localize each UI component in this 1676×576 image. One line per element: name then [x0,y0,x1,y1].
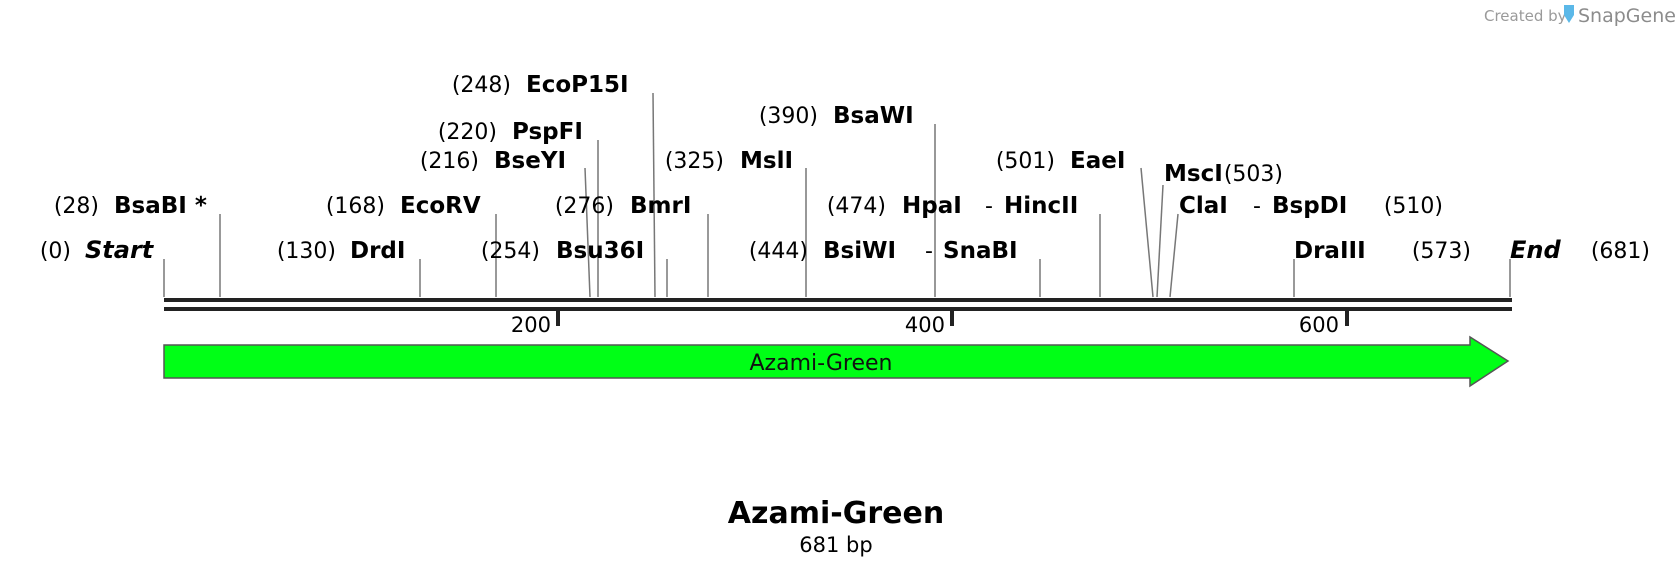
tick-label-600: 600 [1299,313,1339,337]
start-position: (0) [40,239,71,264]
site-position: (28) [54,194,99,219]
isoschizomer-separator: - [985,194,993,219]
site-ecorv[interactable]: (168) EcoRV [326,193,481,219]
leader-clai [1169,213,1179,298]
site-position: (510) [1384,194,1443,219]
site-bsabi[interactable]: (28) BsaBI * [54,193,207,219]
feature-arrow[interactable] [163,335,1510,388]
isoschizomer-separator: - [1253,194,1261,219]
leader-bseyi [584,167,591,298]
site-ecop15i[interactable]: (248) EcoP15I [452,72,629,98]
site-name[interactable]: ClaI [1179,193,1228,219]
site-position: (248) [452,73,511,98]
credit: Created by SnapGene [1484,5,1676,27]
start-marker: (0) Start [40,236,155,264]
site-bmri[interactable]: (276) BmrI [555,193,692,219]
site-bsu36i[interactable]: (254) Bsu36I [481,238,644,264]
site-draiii[interactable]: DraIII [1294,238,1366,264]
site-bsiwi-snabi[interactable]: (444) BsiWI - SnaBI [749,238,1018,264]
site-name[interactable]: DraIII [1294,238,1366,264]
tick-mark-400 [950,311,954,326]
site-msli[interactable]: (325) MslI [665,148,793,174]
site-name-2[interactable]: SnaBI [943,238,1018,264]
site-position: (573) [1412,239,1471,264]
site-position: (276) [555,194,614,219]
site-drdi[interactable]: (130) DrdI [277,238,406,264]
credit-prefix: Created by [1484,7,1567,25]
site-position: (474) [827,194,886,219]
tick-label-400: 400 [905,313,945,337]
sequence-backbone [164,298,1512,311]
leader-eaei [1140,167,1154,298]
site-name[interactable]: DrdI [350,238,405,264]
site-name[interactable]: BmrI [630,193,691,219]
scale: 200 400 600 [511,311,1349,337]
site-name-2[interactable]: HincII [1004,193,1078,219]
site-leader-lines [163,92,1511,298]
credit-brand: SnapGene [1578,5,1676,27]
site-name[interactable]: EaeI [1070,148,1125,174]
site-name[interactable]: EcoRV [400,193,481,219]
site-eaei[interactable]: (501) EaeI [996,148,1126,174]
feature-label: Azami-Green [750,351,893,376]
construct-length: 681 bp [799,533,872,557]
site-name-2[interactable]: BspDI [1272,193,1347,219]
end-position: (681) [1591,239,1650,264]
site-position: (325) [665,149,724,174]
site-position-510: (510) [1384,194,1443,219]
site-name[interactable]: BseYI [494,148,566,174]
site-name[interactable]: EcoP15I [526,72,629,98]
site-position: (254) [481,239,540,264]
site-pspfi[interactable]: (220) PspFI [438,119,583,145]
site-name[interactable]: BsaBI * [114,193,207,219]
site-name[interactable]: HpaI [902,193,962,219]
site-name[interactable]: Bsu36I [556,238,644,264]
site-name[interactable]: BsaWI [833,103,914,129]
snapgene-logo-icon [1564,5,1574,23]
tick-label-200: 200 [511,313,551,337]
site-name[interactable]: BsiWI [823,238,896,264]
leader-ecop15i [652,92,656,298]
site-name[interactable]: MscI [1164,161,1223,187]
site-clai-bspdi[interactable]: (503) ClaI - BspDI [1179,162,1347,219]
restriction-sites: (28) BsaBI * (130) DrdI (168) EcoRV (216… [54,72,1471,264]
site-name[interactable]: PspFI [512,119,583,145]
feature-azami-green[interactable]: Azami-Green [163,335,1510,388]
site-name[interactable]: MslI [740,148,793,174]
isoschizomer-separator: - [925,239,933,264]
tick-mark-200 [556,311,560,326]
site-msci[interactable]: MscI [1164,161,1223,187]
site-hpai-hincii[interactable]: (474) HpaI - HincII [827,193,1078,219]
site-position: (216) [420,149,479,174]
map-title: Azami-Green 681 bp [728,496,944,557]
leader-msci [1156,184,1164,298]
end-marker: End (681) [1510,236,1650,264]
site-position-573: (573) [1412,239,1471,264]
site-position: (503) [1224,162,1283,187]
construct-name: Azami-Green [728,496,944,531]
site-position: (390) [759,104,818,129]
site-position: (220) [438,120,497,145]
start-label: Start [85,236,155,264]
site-position: (168) [326,194,385,219]
end-label: End [1510,236,1561,264]
tick-mark-600 [1345,311,1349,326]
site-position: (501) [996,149,1055,174]
site-bseyi[interactable]: (216) BseYI [420,148,566,174]
site-position: (130) [277,239,336,264]
site-bsawi[interactable]: (390) BsaWI [759,103,914,129]
site-position: (444) [749,239,808,264]
